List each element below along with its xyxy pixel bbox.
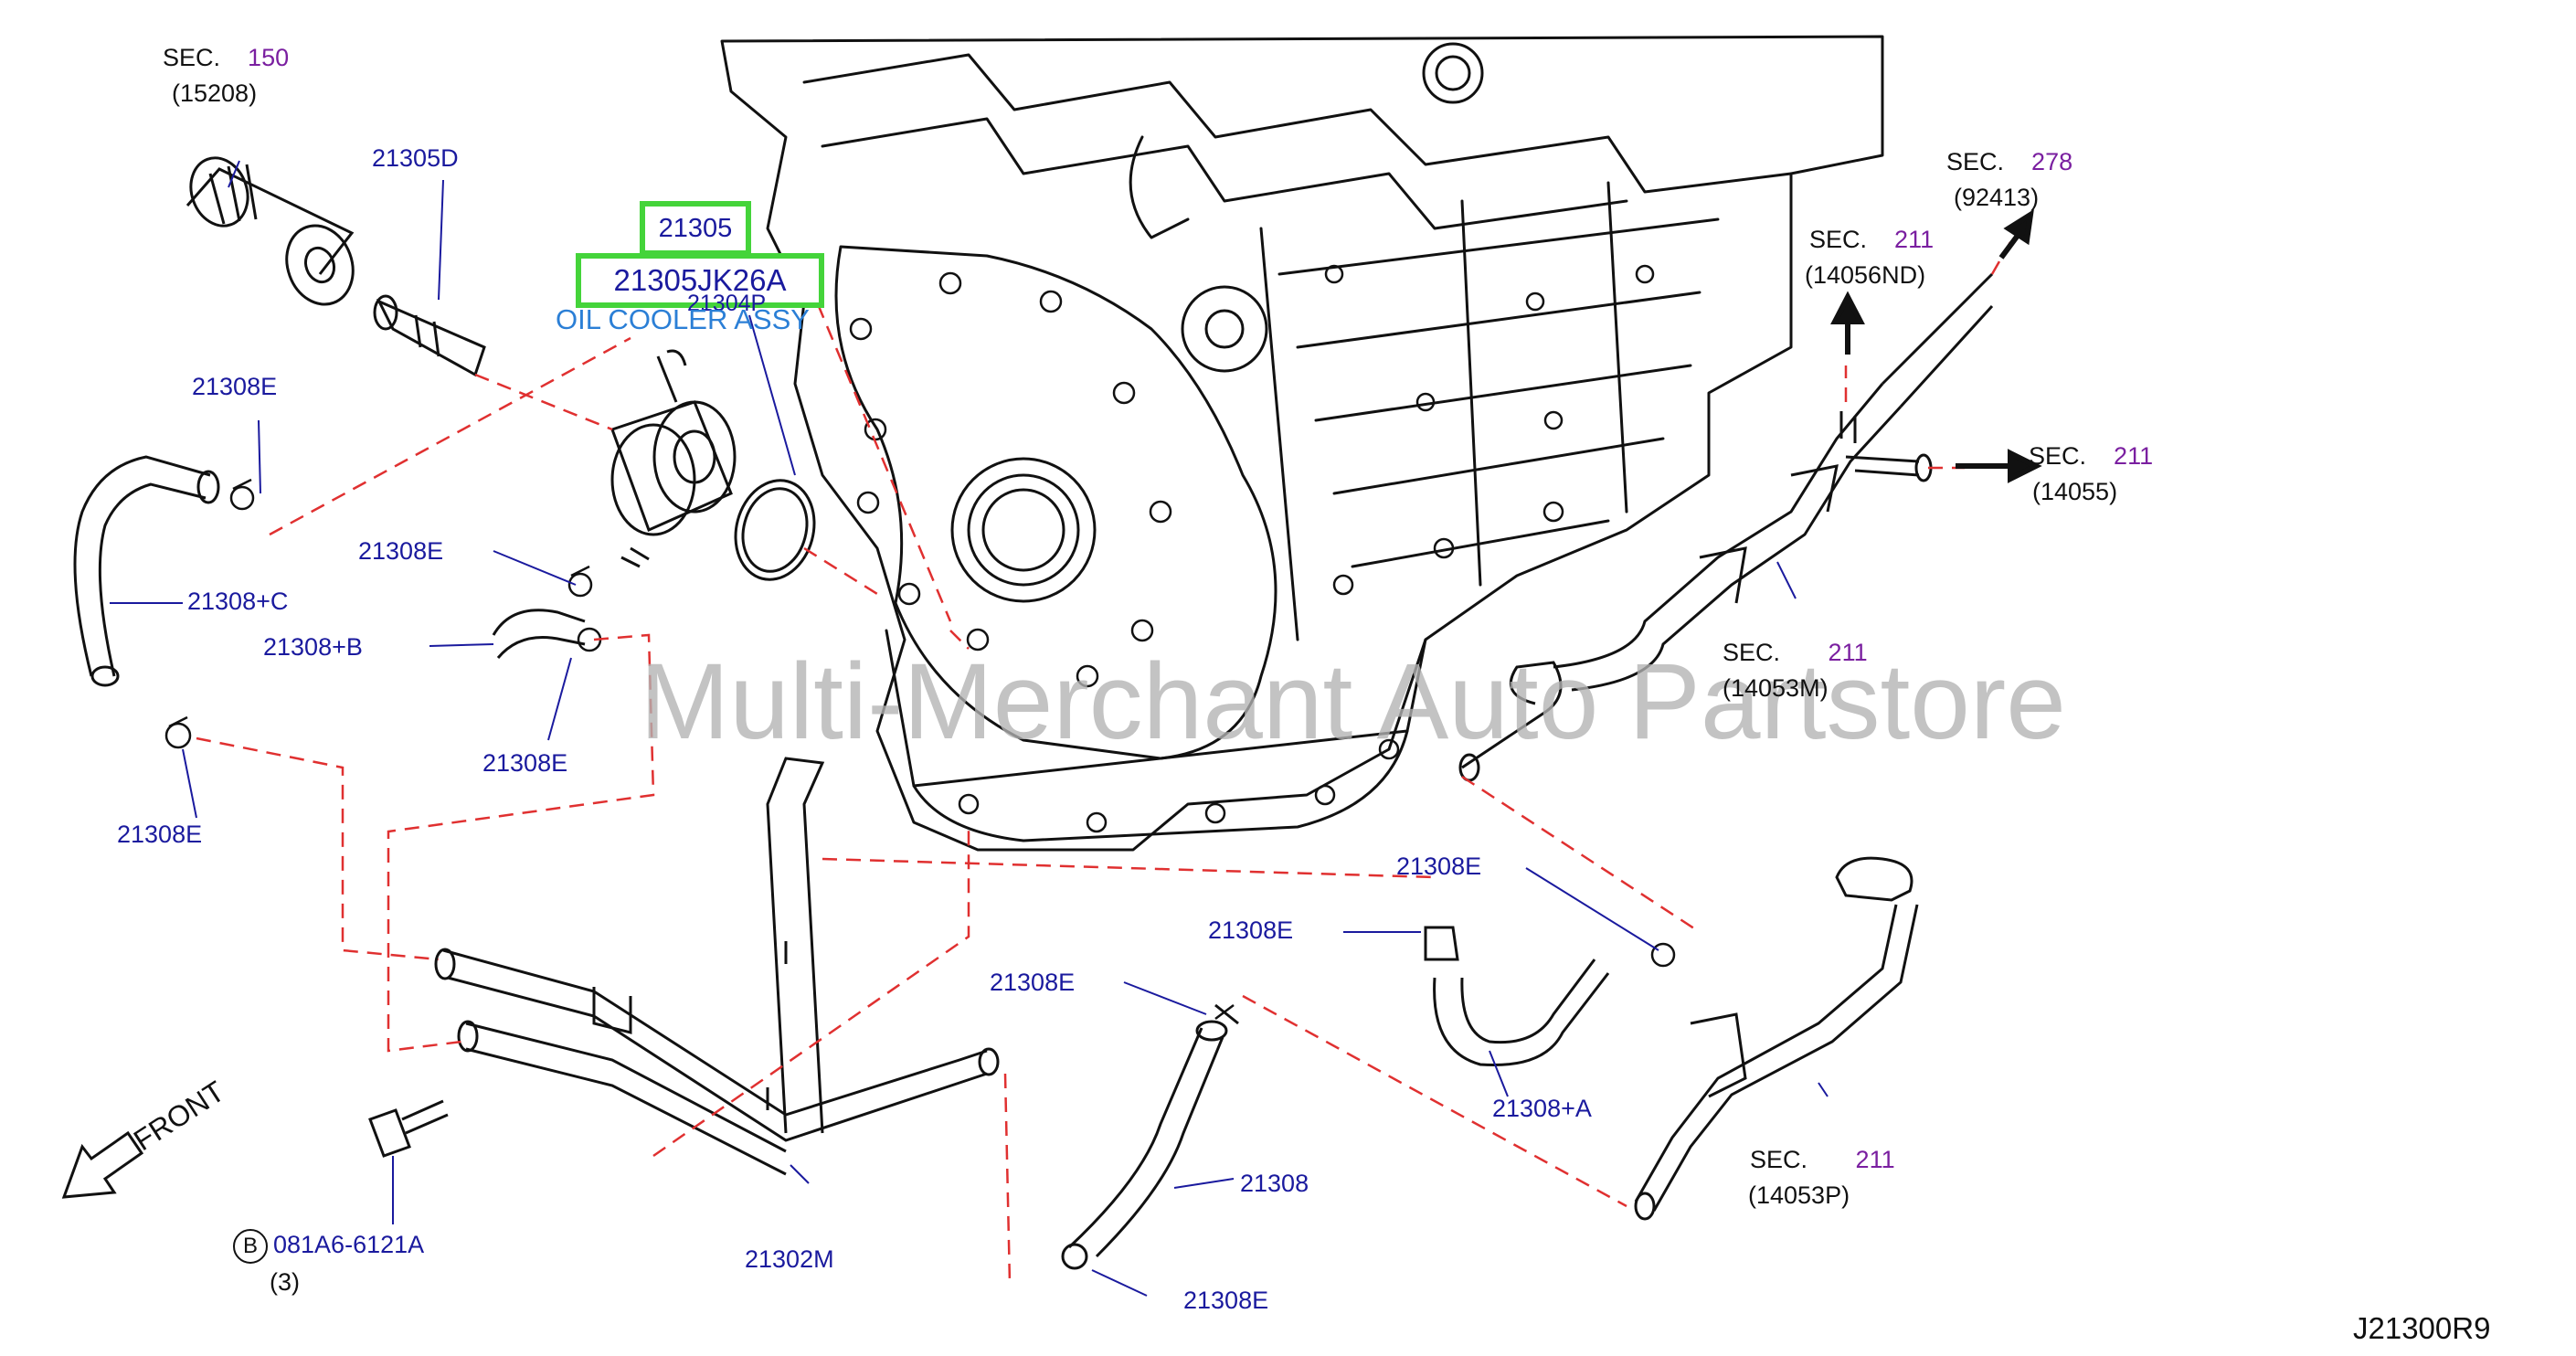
front-arrow-icon <box>61 1130 144 1199</box>
oil-pan <box>885 629 1427 842</box>
oil-cooler-description: OIL COOLER ASSY <box>556 303 810 335</box>
part-label-21308e-6[interactable]: 21308E <box>1208 916 1294 944</box>
sec-label: SEC. <box>1809 226 1868 253</box>
watermark: Multi-Merchant Auto Partstore <box>640 641 2066 762</box>
part-label-21308b[interactable]: 21308+B <box>263 633 363 661</box>
sec-code: (14056ND) <box>1805 261 1926 290</box>
hose-21308 <box>1061 1003 1239 1270</box>
part-label-21302m[interactable]: 21302M <box>745 1245 834 1273</box>
arrow-right-icon <box>2008 449 2042 483</box>
leader-lines-solid <box>110 160 1829 1297</box>
sec-number: 211 <box>2114 442 2154 470</box>
part-label-21308e-1[interactable]: 21308E <box>192 373 278 400</box>
part-label-21308a[interactable]: 21308+A <box>1492 1095 1592 1122</box>
connector-bolt <box>373 294 486 377</box>
sec-number: 211 <box>1828 639 1868 666</box>
hose-21308c <box>73 455 220 687</box>
oil-filter <box>186 156 355 306</box>
part-label-21308e-3[interactable]: 21308E <box>482 749 568 777</box>
sec-label: SEC. <box>1750 1146 1808 1173</box>
part-label-21308e-8[interactable]: 21308E <box>1183 1287 1269 1314</box>
pipe-14053m <box>1458 272 1994 782</box>
sec-ref-211-14056nd[interactable]: SEC. 211 (14056ND) <box>1805 222 1934 293</box>
part-label-21304p[interactable]: 21304P <box>687 291 767 316</box>
sec-code: (14055) <box>2032 478 2118 506</box>
hose-21308a <box>1424 926 1610 1067</box>
section-arrows <box>1830 209 2042 483</box>
timing-cover <box>834 245 1277 760</box>
oil-cooler <box>610 349 737 568</box>
sec-ref-211-14055[interactable]: SEC. 211 (14055) <box>2029 439 2153 510</box>
hose-21308b <box>492 609 586 659</box>
clamps-bottom <box>1214 942 1676 1020</box>
sec-number: 278 <box>2031 148 2073 175</box>
part-label-21308e-4[interactable]: 21308E <box>117 821 203 848</box>
sec-number: 211 <box>1894 226 1935 253</box>
sec-ref-278[interactable]: SEC. 278 (92413) <box>1946 144 2072 216</box>
sec-code: (14053M) <box>1723 674 1829 703</box>
sec-label: SEC. <box>163 44 221 71</box>
engine-block-outline <box>720 35 1884 852</box>
highlighted-oem-number[interactable]: 21305JK26A <box>576 253 824 308</box>
sec-number: 211 <box>1855 1146 1895 1173</box>
sec-code: (92413) <box>1954 184 2040 212</box>
sec-code: (14053P) <box>1748 1181 1850 1210</box>
sec-label: SEC. <box>2029 442 2087 470</box>
bolt-part-number: 081A6-6121A <box>273 1231 425 1259</box>
sec-label: SEC. <box>1946 148 2005 175</box>
part-label-21308e-2[interactable]: 21308E <box>358 537 444 565</box>
part-label-21308e-7[interactable]: 21308E <box>990 969 1076 996</box>
part-label-21308e-5[interactable]: 21308E <box>1396 853 1482 880</box>
bolt <box>368 1099 449 1158</box>
diagram-code: J21300R9 <box>2353 1311 2491 1345</box>
sec-ref-150[interactable]: SEC. 150 (15208) <box>163 40 289 111</box>
sec-ref-211-14053m[interactable]: SEC. 211 (14053M) <box>1723 635 1868 706</box>
highlighted-part-number[interactable]: 21305 <box>640 201 751 256</box>
crank-seal <box>950 457 1097 603</box>
sec-label: SEC. <box>1723 639 1781 666</box>
pipe-21302m <box>434 757 1000 1176</box>
bolt-quantity: (3) <box>270 1268 300 1296</box>
arrow-up-right-icon <box>2003 209 2034 246</box>
arrow-up-icon <box>1830 291 1865 324</box>
pipe-14053p <box>1634 856 1919 1221</box>
part-label-21308[interactable]: 21308 <box>1240 1170 1309 1197</box>
bolt-symbol: B <box>233 1229 268 1264</box>
o-ring <box>734 479 816 581</box>
part-label-21308c[interactable]: 21308+C <box>187 588 289 615</box>
sec-code: (15208) <box>172 79 258 108</box>
sec-number: 150 <box>248 44 290 71</box>
leader-lines-dashed <box>196 241 2012 1285</box>
sec-ref-211-14053p[interactable]: SEC. 211 (14053P) <box>1748 1142 1895 1213</box>
part-label-21305d[interactable]: 21305D <box>372 144 459 172</box>
